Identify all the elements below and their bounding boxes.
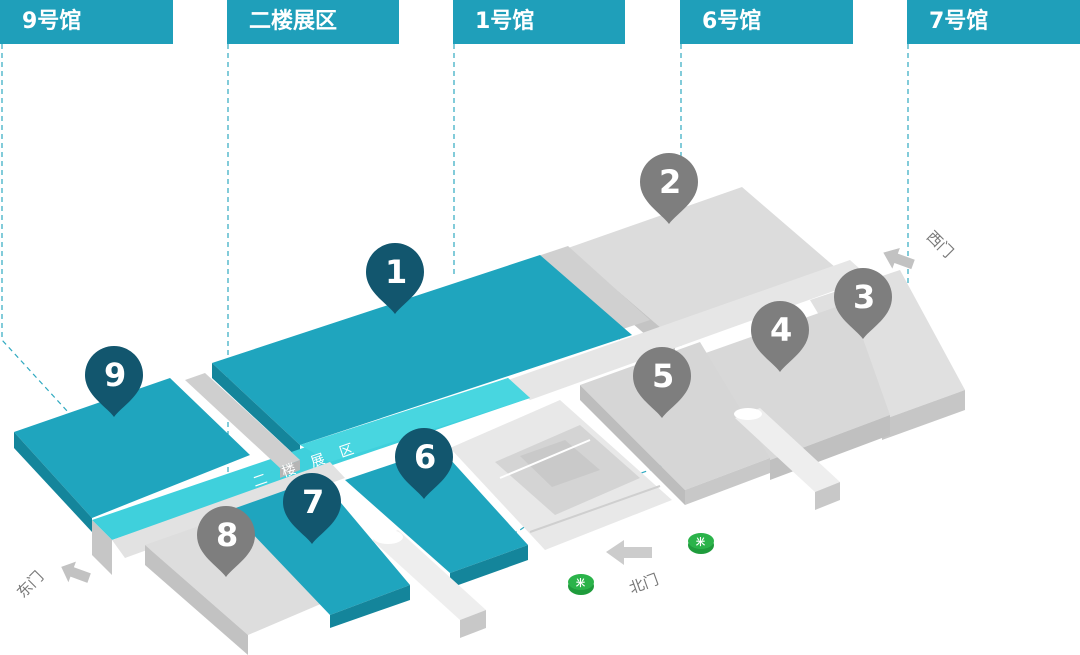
pin-2[interactable]: 2 — [640, 153, 698, 224]
hall-9-block[interactable] — [14, 378, 250, 532]
pin-5-number: 5 — [652, 357, 674, 395]
pin-9-number: 9 — [104, 356, 126, 394]
pin-9[interactable]: 9 — [85, 346, 143, 417]
hall-1-block[interactable] — [212, 255, 632, 460]
hall-tab-1[interactable]: 1号馆 — [453, 0, 625, 44]
hall-tab-6[interactable]: 6号馆 — [680, 0, 853, 44]
metro-station-label: 米 — [695, 536, 706, 548]
divider-strip-west — [185, 373, 300, 478]
walkway-east — [734, 408, 840, 510]
pin-7[interactable]: 7 — [283, 473, 341, 544]
second-floor-band[interactable] — [92, 378, 530, 540]
hall-7-block[interactable] — [230, 478, 410, 628]
west-gate-label: 西门 — [923, 227, 957, 261]
hall-8-block[interactable] — [145, 508, 330, 655]
west-gate[interactable]: 西门 — [879, 227, 957, 274]
east-gate[interactable]: 东门 — [13, 558, 93, 602]
building-5-block[interactable] — [580, 342, 770, 505]
metro-station-icon[interactable]: 米 — [688, 533, 714, 554]
pin-6[interactable]: 6 — [395, 428, 453, 499]
hall-tab-second-floor[interactable]: 二楼展区 — [227, 0, 399, 44]
pin-1-number: 1 — [385, 253, 407, 291]
pin-8[interactable]: 8 — [197, 506, 255, 577]
corridor-band — [508, 260, 870, 400]
pin-1[interactable]: 1 — [366, 243, 424, 314]
pin-4-number: 4 — [770, 311, 792, 349]
metro-station-label: 米 — [575, 577, 586, 589]
pin-3[interactable]: 3 — [834, 268, 892, 339]
east-gate-label: 东门 — [13, 567, 47, 601]
pin-2-number: 2 — [659, 163, 681, 201]
pin-8-number: 8 — [216, 516, 238, 554]
pin-6-number: 6 — [414, 438, 436, 476]
hall-tab-9[interactable]: 9号馆 — [0, 0, 173, 44]
metro-station-icon[interactable]: 米 — [568, 574, 594, 595]
walkway-front — [372, 530, 486, 638]
hall-tab-7[interactable]: 7号馆 — [907, 0, 1080, 44]
hall-6-block[interactable] — [345, 448, 528, 588]
pin-7-number: 7 — [302, 483, 324, 521]
central-plaza-steps — [450, 400, 672, 550]
pin-3-number: 3 — [853, 278, 875, 316]
pin-5[interactable]: 5 — [633, 347, 691, 418]
pin-4[interactable]: 4 — [751, 301, 809, 372]
north-gate-label: 北门 — [627, 570, 661, 597]
north-gate[interactable]: 北门 — [606, 540, 661, 597]
leader-line-9 — [1, 44, 69, 413]
